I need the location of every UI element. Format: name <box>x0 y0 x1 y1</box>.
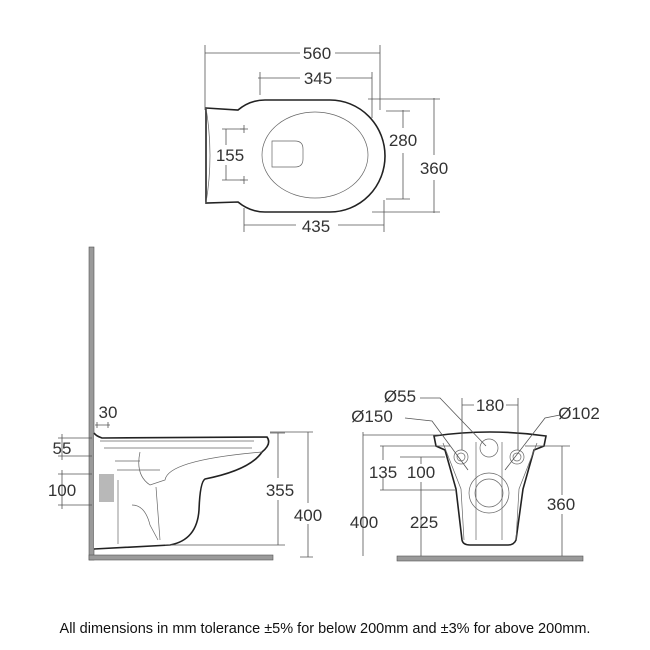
dim-155: 155 <box>216 146 244 165</box>
side-view: 30 55 100 355 400 <box>48 246 322 561</box>
dim-360: 360 <box>420 159 448 178</box>
dim-400-front: 400 <box>350 513 378 532</box>
dim-100-front: 100 <box>407 463 435 482</box>
tolerance-note: All dimensions in mm tolerance ±5% for b… <box>59 621 591 637</box>
dim-400-side: 400 <box>294 506 322 525</box>
floor <box>88 554 274 561</box>
lid-hinge-shape <box>271 140 304 168</box>
toilet-side-outline <box>93 432 270 550</box>
dim-280: 280 <box>389 131 417 150</box>
dim-355: 355 <box>266 481 294 500</box>
dim-360-front: 360 <box>547 495 575 514</box>
dim-345: 345 <box>304 69 332 88</box>
dim-180: 180 <box>476 396 504 415</box>
floor-front <box>396 555 584 562</box>
dim-225: 225 <box>410 513 438 532</box>
seat-outline <box>261 111 369 199</box>
toilet-front-outline <box>433 431 547 546</box>
label-bolt-diameter: Ø102 <box>558 404 600 423</box>
dim-135: 135 <box>369 463 397 482</box>
waste-connector-hatch <box>99 474 114 502</box>
label-inlet-diameter: Ø55 <box>384 387 416 406</box>
label-outlet-diameter: Ø150 <box>351 407 393 426</box>
dim-55: 55 <box>53 439 72 458</box>
toilet-plan-outline <box>205 99 386 213</box>
dim-30: 30 <box>99 403 118 422</box>
top-view: 560 345 155 280 360 435 <box>204 44 448 236</box>
dim-100: 100 <box>48 481 76 500</box>
front-view: Ø55 Ø150 Ø102 180 135 100 400 225 360 <box>350 387 600 562</box>
dim-435: 435 <box>302 217 330 236</box>
dim-560: 560 <box>303 44 331 63</box>
wall <box>88 246 95 561</box>
